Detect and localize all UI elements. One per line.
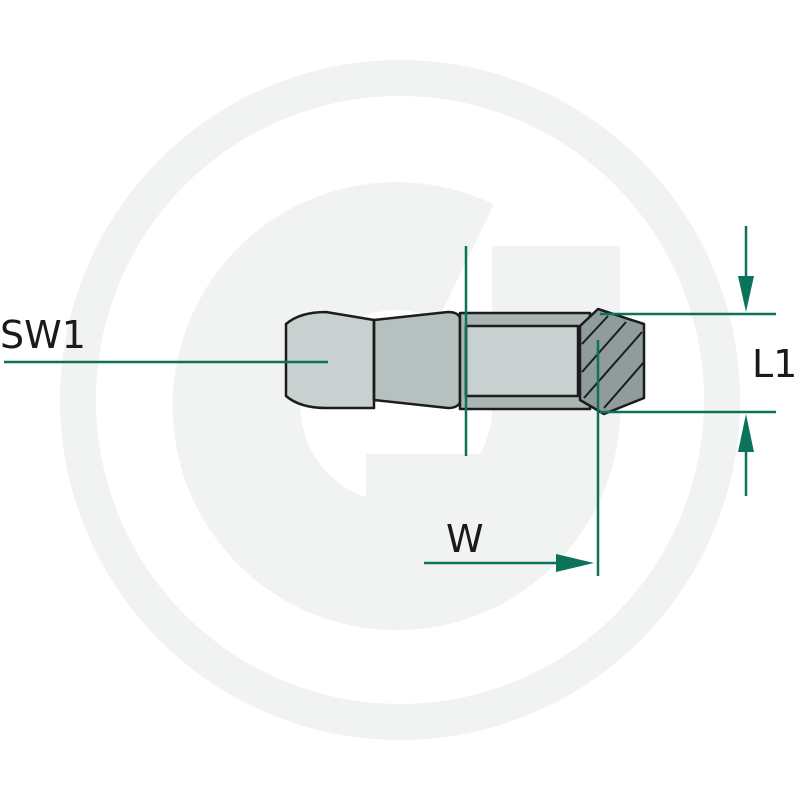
l1-arrowhead-top [738,276,754,312]
hex-nut-side [372,310,462,410]
label-sw1: SW1 [0,313,86,357]
label-l1: L1 [752,342,797,386]
l1-arrowhead-bottom [738,414,754,452]
hex-nut-front [284,310,376,410]
fitting-part [284,307,646,416]
dimension-arrowheads [556,276,754,572]
shank-bore [464,324,580,398]
w-arrowhead [556,554,594,572]
chamfered-tip [578,307,646,416]
hatch-lines [581,315,645,409]
g-logo-watermark-icon [60,60,740,740]
dimension-lines [4,226,776,576]
label-w: W [446,517,484,561]
